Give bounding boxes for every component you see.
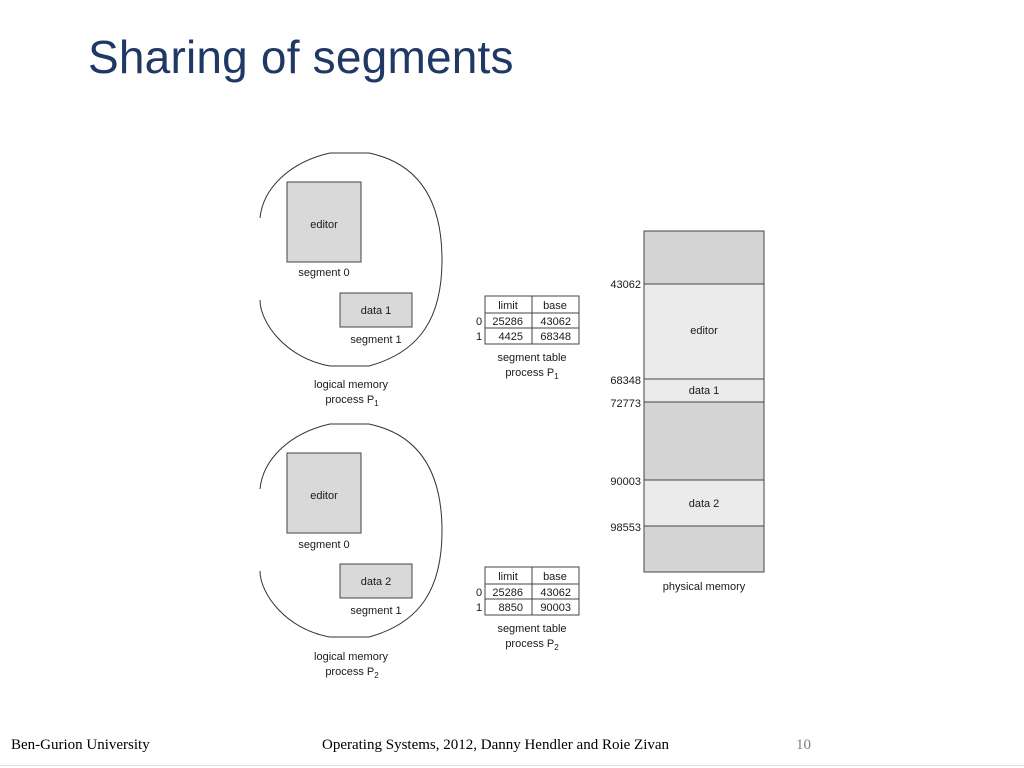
data1-segment-p1 [339, 292, 413, 328]
table-cell-base: 68348 [540, 331, 571, 343]
physical-data1-label: data 1 [689, 385, 720, 397]
editor-segment-p1 [286, 181, 362, 263]
table-header-limit: limit [498, 571, 518, 583]
physical-data2-block [643, 479, 765, 527]
table-row-index: 0 [476, 316, 482, 328]
table-cell-base: 43062 [540, 316, 571, 328]
data2-segment-p2 [339, 563, 413, 599]
segment-table-caption-p1: segment table [497, 352, 566, 364]
physical-editor-block [643, 283, 765, 380]
page-title: Sharing of segments [88, 31, 514, 83]
table-row-index: 1 [476, 602, 482, 614]
table-cell-limit: 8850 [499, 602, 523, 614]
segment-table-caption-p2: segment table [497, 623, 566, 635]
footer-divider [0, 765, 1024, 766]
data2-label-p2: data 2 [361, 576, 392, 588]
logical-memory-caption-p2: logical memory [314, 651, 388, 663]
process-caption-p2: process P2 [325, 666, 379, 680]
address-label: 98553 [610, 522, 641, 534]
physical-memory-caption: physical memory [663, 581, 746, 593]
segment1-label-p2: segment 1 [350, 605, 401, 617]
segment-table-process-p2: process P2 [505, 638, 559, 652]
editor-segment-p2 [286, 452, 362, 534]
table-cell-limit: 25286 [492, 587, 523, 599]
table-cell-limit: 25286 [492, 316, 523, 328]
address-label: 90003 [610, 476, 641, 488]
physical-memory: editor data 1 data 2 [643, 230, 765, 573]
address-label: 72773 [610, 398, 641, 410]
segment0-label-p2: segment 0 [298, 539, 349, 551]
table-row-index: 1 [476, 331, 482, 343]
physical-data2-label: data 2 [689, 498, 720, 510]
segment-table-process-p1: process P1 [505, 367, 559, 381]
footer-course: Operating Systems, 2012, Danny Hendler a… [322, 737, 670, 753]
data1-label-p1: data 1 [361, 305, 392, 317]
segment-table-p2: limit base 0 25286 43062 1 8850 90003 [476, 566, 580, 616]
segment-table-p1: limit base 0 25286 43062 1 4425 68348 [476, 295, 580, 345]
table-row-index: 0 [476, 587, 482, 599]
table-header-base: base [543, 571, 567, 583]
page-number: 10 [796, 737, 811, 753]
address-label: 68348 [610, 375, 641, 387]
editor-label-p2: editor [310, 490, 338, 502]
process-caption-p1: process P1 [325, 394, 379, 408]
table-header-limit: limit [498, 300, 518, 312]
physical-data1-block [643, 378, 765, 403]
table-cell-limit: 4425 [499, 331, 523, 343]
segment1-label-p1: segment 1 [350, 334, 401, 346]
table-cell-base: 43062 [540, 587, 571, 599]
logical-memory-outline-p1 [259, 152, 443, 367]
address-label: 43062 [610, 279, 641, 291]
logical-memory-outline-p2 [259, 423, 443, 638]
segment0-label-p1: segment 0 [298, 267, 349, 279]
table-header-base: base [543, 300, 567, 312]
editor-label-p1: editor [310, 219, 338, 231]
segment-sharing-diagram: editor segment 0 data 1 segment 1 logica… [259, 152, 765, 680]
table-cell-base: 90003 [540, 602, 571, 614]
logical-memory-caption-p1: logical memory [314, 379, 388, 391]
physical-editor-label: editor [690, 325, 718, 337]
footer-university: Ben-Gurion University [11, 737, 150, 753]
